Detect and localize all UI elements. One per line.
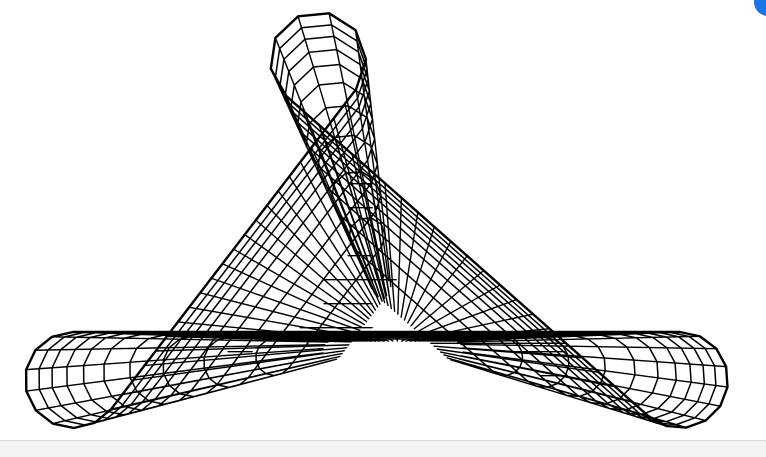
mesh-edge <box>450 359 667 427</box>
mesh-edge <box>413 269 485 330</box>
mesh-edge <box>310 331 381 342</box>
mesh-edge <box>365 58 392 288</box>
mesh-edge <box>456 335 701 343</box>
mesh-edge <box>443 354 633 403</box>
mesh-edge <box>375 331 394 342</box>
mesh-edge <box>25 347 324 371</box>
mesh-edge <box>35 356 326 412</box>
mesh-edge <box>426 327 551 342</box>
mesh-edge <box>423 313 534 339</box>
mesh-edge <box>407 240 452 324</box>
mesh-edge <box>270 68 373 290</box>
mesh-edge <box>289 331 377 342</box>
mesh-edge <box>446 357 649 417</box>
mesh-edge <box>277 190 374 314</box>
mesh-edge <box>413 331 486 342</box>
mesh-edge <box>210 277 361 332</box>
mesh-edge <box>244 233 368 323</box>
mesh-edge <box>299 161 379 308</box>
mesh-edge <box>73 359 334 429</box>
mesh-edge <box>367 167 392 310</box>
mesh-edge <box>409 331 464 342</box>
mesh-edge <box>400 331 421 342</box>
mesh-edge <box>384 182 396 313</box>
mesh-edge <box>288 175 377 311</box>
mesh-edge <box>460 343 718 350</box>
mesh-edge <box>416 284 501 333</box>
mesh-edge <box>433 345 584 359</box>
mesh-edge <box>132 349 345 381</box>
mesh-edge <box>396 331 399 342</box>
mesh-edge <box>410 255 468 327</box>
mesh-outline <box>24 12 729 430</box>
mesh-edge <box>354 331 390 342</box>
mesh-edge <box>403 226 435 321</box>
mesh-edge <box>285 95 376 295</box>
mesh-edge <box>318 124 383 301</box>
mesh-edge <box>232 248 366 326</box>
mesh-edge <box>51 336 329 343</box>
mesh-edge <box>420 298 518 336</box>
mesh-edge <box>267 331 372 342</box>
mesh-edge <box>436 348 600 374</box>
mesh-edge <box>34 344 326 351</box>
mesh-edge <box>328 12 385 279</box>
mesh-edge <box>462 347 727 368</box>
mesh-edge <box>439 351 616 388</box>
mesh-edge <box>199 292 359 334</box>
mesh-edge <box>332 331 385 342</box>
bottom-strip <box>0 440 766 457</box>
mesh-edge <box>344 103 388 297</box>
mesh-edge <box>255 219 370 320</box>
mesh-edge <box>334 138 386 304</box>
mesh-edge <box>400 211 419 318</box>
mesh-edge <box>143 347 348 367</box>
mesh-edge <box>52 358 329 425</box>
mesh-edge <box>397 197 403 315</box>
mesh-edge <box>405 331 443 342</box>
mesh-edge <box>221 263 363 329</box>
mesh-edge <box>154 344 350 352</box>
mesh-edge <box>25 352 324 392</box>
mesh-edge <box>310 146 381 305</box>
mesh-lines <box>25 12 729 429</box>
mesh-edge <box>266 204 372 317</box>
mesh-edge <box>452 331 681 342</box>
